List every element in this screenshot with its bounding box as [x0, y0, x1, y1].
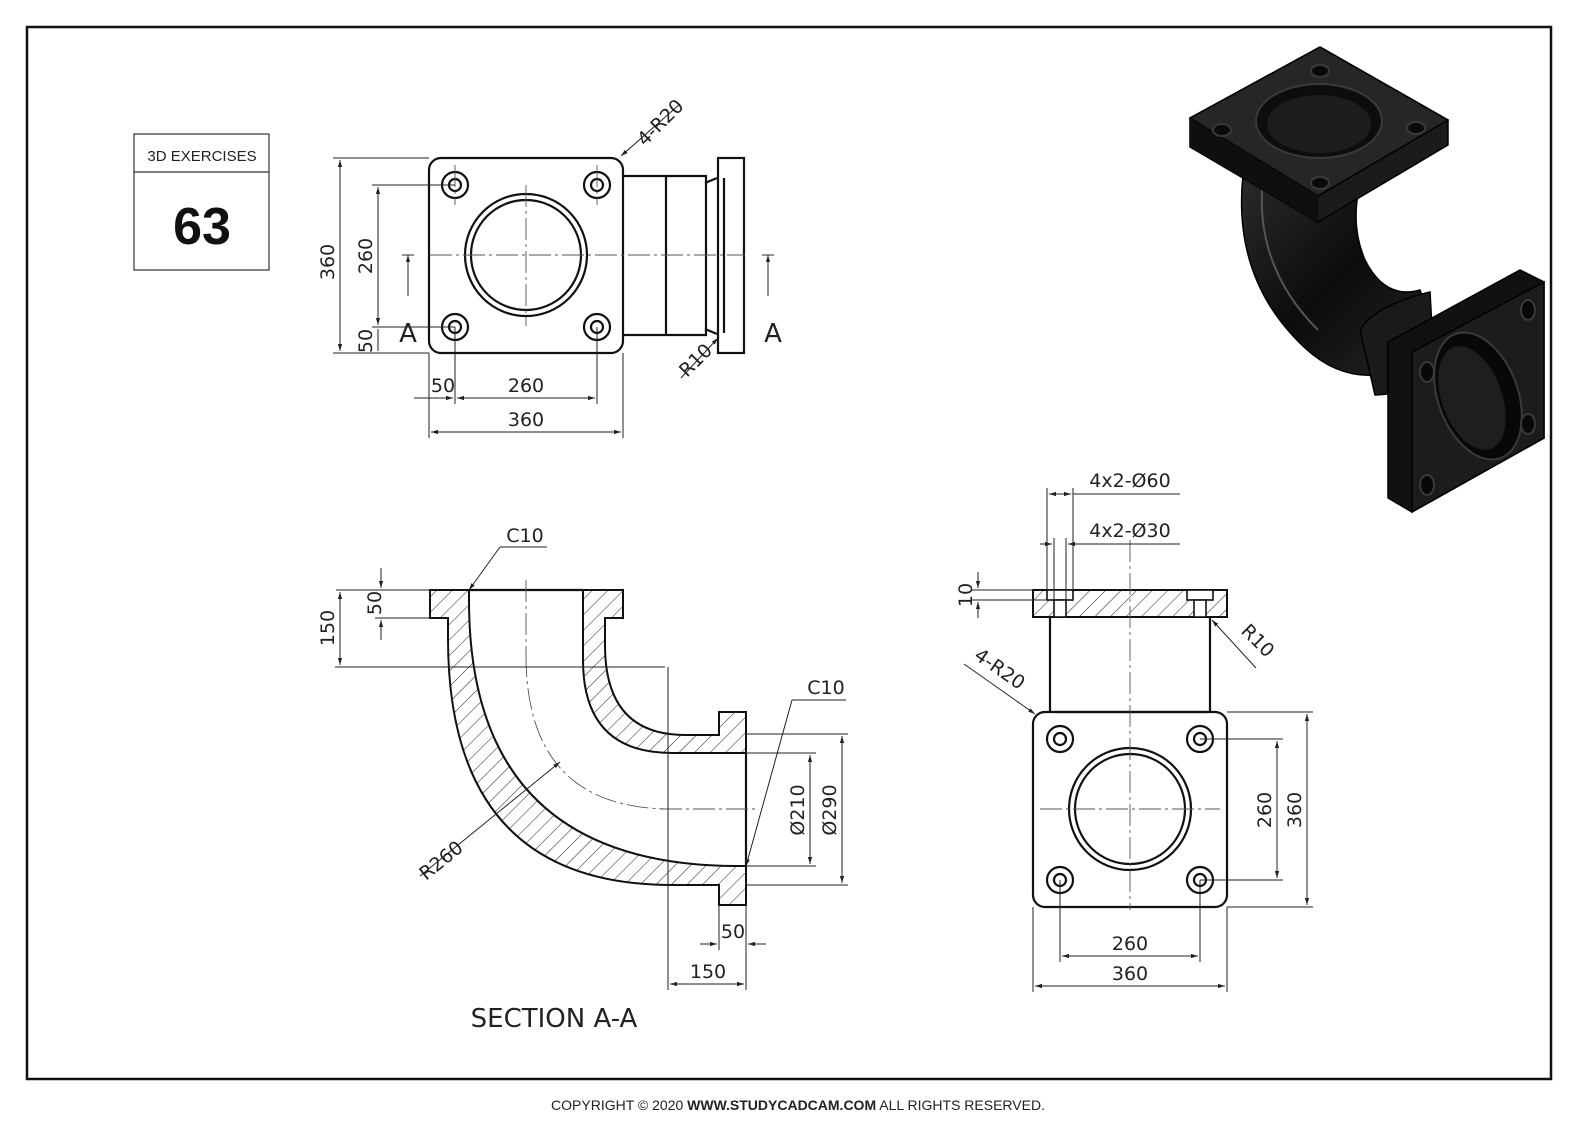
dim-label: 260 — [355, 238, 377, 274]
dim-label: 4-R20 — [970, 644, 1029, 694]
section-mark-right: A — [764, 319, 782, 349]
badge-number: 63 — [173, 198, 231, 256]
dim-label: 360 — [1284, 792, 1306, 828]
dim-label: 360 — [1112, 963, 1148, 985]
dim-label: 50 — [721, 921, 745, 943]
exercise-badge: 3D EXERCISES 63 — [133, 133, 270, 271]
copyright-footer: COPYRIGHT © 2020 WWW.STUDYCADCAM.COM ALL… — [0, 1097, 1596, 1113]
isometric-3d-view — [1188, 46, 1545, 514]
section-title: SECTION A-A — [471, 1004, 638, 1034]
dim-label: 4-R20 — [633, 95, 688, 150]
dim-label: 150 — [690, 961, 726, 983]
badge-caption: 3D EXERCISES — [147, 148, 256, 165]
bolt-hole — [1045, 724, 1075, 754]
dim-label: 50 — [364, 591, 386, 615]
dim-label: R10 — [1236, 620, 1278, 662]
side-view: 4x2-Ø60 4x2-Ø30 10 R10 4-R20 260 360 — [955, 470, 1313, 992]
top-view: A A 4-R20 R10 360 260 50 50 260 360 — [317, 95, 782, 438]
copyright-prefix: COPYRIGHT © 2020 — [551, 1097, 688, 1113]
dim-label: 260 — [1112, 933, 1148, 955]
section-view: C10 50 150 C10 Ø210 Ø290 R260 50 — [317, 525, 848, 1034]
dim-label: 360 — [317, 244, 339, 280]
dim-label: C10 — [506, 525, 543, 547]
dim-label: 50 — [431, 375, 455, 397]
dim-label: Ø210 — [787, 784, 809, 835]
copyright-suffix: ALL RIGHTS RESERVED. — [876, 1097, 1045, 1113]
sheet-border — [25, 25, 1553, 1081]
dim-label: 360 — [508, 409, 544, 431]
copyright-site: WWW.STUDYCADCAM.COM — [687, 1097, 877, 1113]
dim-label: 260 — [508, 375, 544, 397]
dim-label: 260 — [1254, 792, 1276, 828]
dim-label: 150 — [317, 610, 339, 646]
dim-label: 10 — [955, 583, 977, 607]
dim-label: 4x2-Ø30 — [1089, 520, 1170, 542]
dim-label: 50 — [355, 329, 377, 353]
section-mark-left: A — [399, 319, 417, 349]
dim-label: C10 — [807, 677, 844, 699]
dim-label: 4x2-Ø60 — [1089, 470, 1170, 492]
dim-label: Ø290 — [819, 784, 841, 835]
